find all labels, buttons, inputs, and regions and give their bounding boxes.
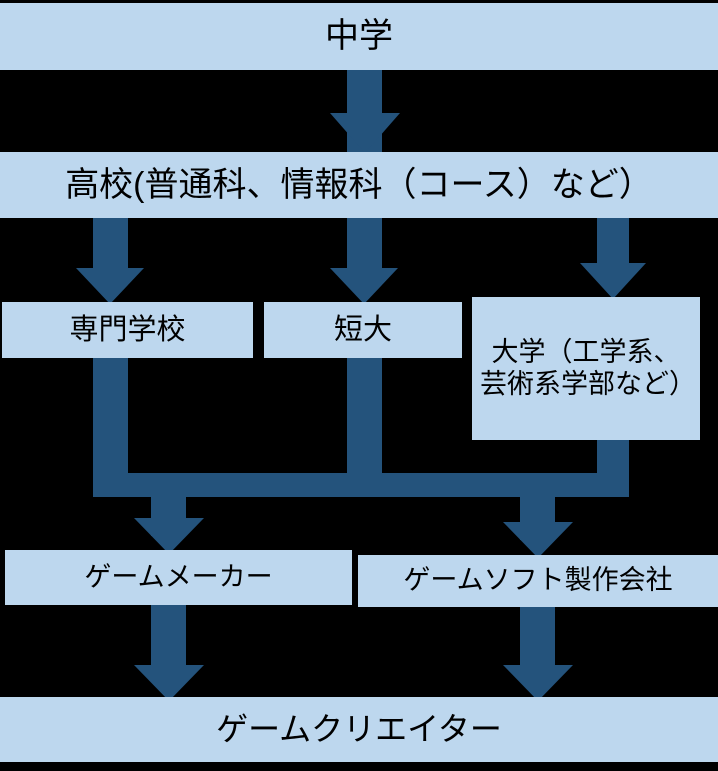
- connector-merge-bar: [93, 473, 629, 497]
- node-game-software-company-label: ゲームソフト製作会社: [403, 565, 673, 596]
- node-game-maker-label: ゲームメーカー: [84, 561, 273, 592]
- node-junior-high: 中学: [0, 3, 718, 70]
- node-game-maker: ゲームメーカー: [5, 550, 352, 605]
- node-high-school: 高校(普通科、情報科（コース）など）: [0, 152, 718, 218]
- node-vocational-school-label: 専門学校: [69, 313, 186, 346]
- arrow-down-icon-game-software-to-game-creator: [503, 665, 573, 701]
- arrow-down-icon-high-school-to-junior-college: [330, 268, 398, 304]
- arrow-down-icon-merge-to-game-maker: [134, 518, 204, 554]
- node-game-creator: ゲームクリエイター: [0, 697, 718, 762]
- arrow-down-icon-junior-high-to-high-school: [330, 113, 400, 153]
- arrow-down-icon-merge-to-game-software: [503, 522, 573, 558]
- node-vocational-school: 専門学校: [2, 302, 253, 358]
- node-junior-college: 短大: [264, 302, 462, 358]
- node-university-label: 大学（工学系、芸術系学部など）: [480, 336, 696, 399]
- node-junior-college-label: 短大: [333, 313, 392, 346]
- arrow-down-icon-game-maker-to-game-creator: [134, 665, 204, 701]
- node-junior-high-label: 中学: [325, 17, 393, 56]
- node-high-school-label: 高校(普通科、情報科（コース）など）: [65, 165, 653, 204]
- node-university: 大学（工学系、芸術系学部など）: [472, 297, 700, 440]
- arrow-down-icon-high-school-to-vocational: [76, 268, 144, 304]
- arrow-down-icon-high-school-to-university: [580, 263, 646, 299]
- node-game-software-company: ゲームソフト製作会社: [358, 555, 718, 607]
- node-game-creator-label: ゲームクリエイター: [216, 710, 502, 747]
